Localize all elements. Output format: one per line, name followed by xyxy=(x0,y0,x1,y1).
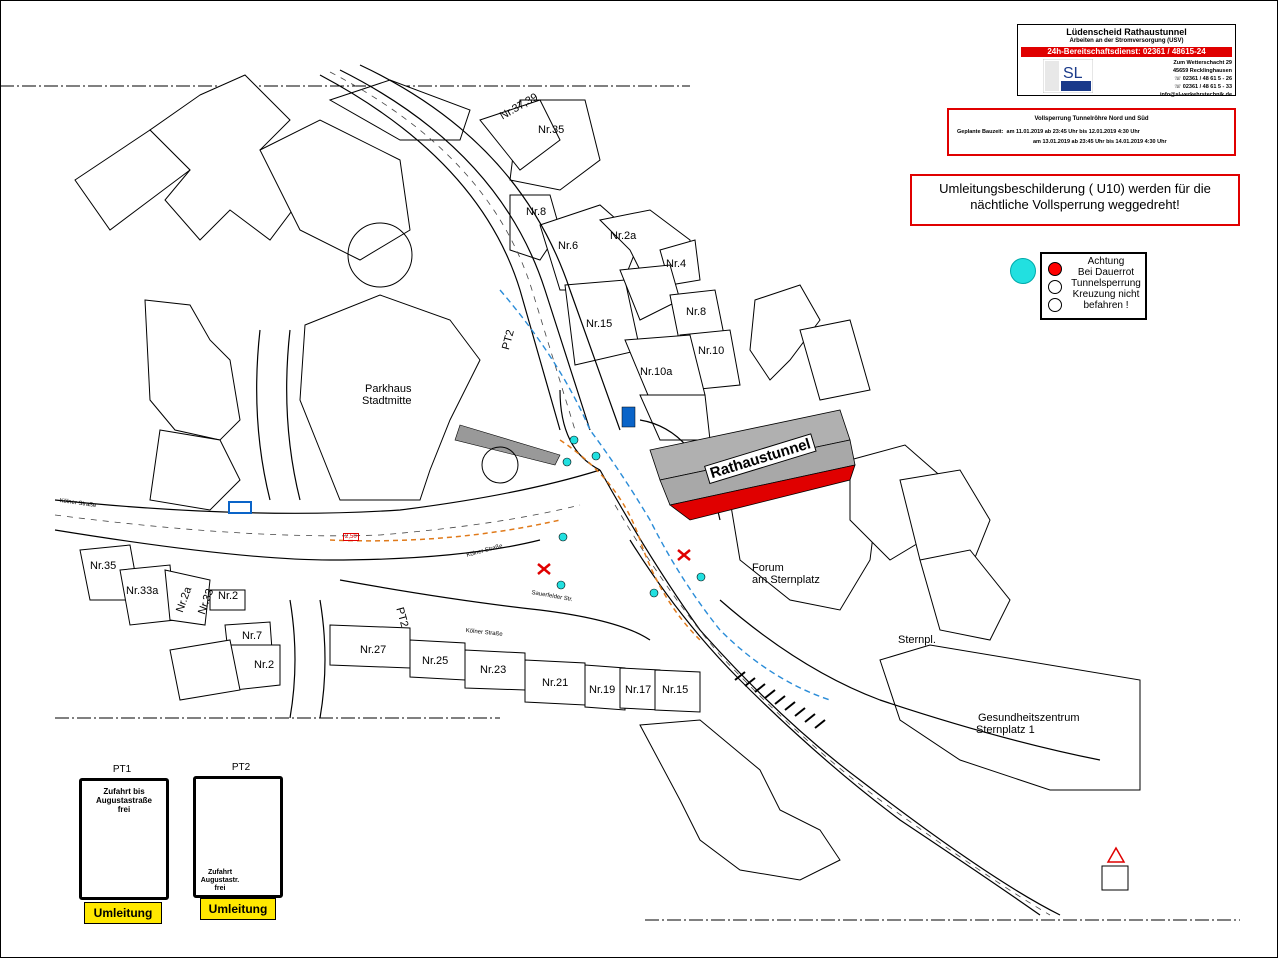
label-nr23: Nr.23 xyxy=(480,664,507,676)
label-nr4: Nr.4 xyxy=(666,258,687,270)
hatched-area xyxy=(734,671,826,729)
pt1-text: Zufahrt bis Augustastraße frei xyxy=(95,787,152,814)
label-am-sternplatz: am Sternplatz xyxy=(752,574,820,586)
address-email: info@sl-verkehrstechnik.de xyxy=(1160,92,1232,98)
project-subtitle: Arbeiten an der Stromversorgung (USV) xyxy=(1069,38,1184,44)
label-sternpl: Sternpl. xyxy=(898,634,936,646)
label-nr8-b: Nr.8 xyxy=(686,306,707,318)
tunnel-structure xyxy=(454,409,856,521)
label-nr2-left: Nr.2 xyxy=(218,590,239,602)
pt1-title: PT1 xyxy=(112,764,132,775)
title-block: Lüdenscheid Rathaustunnel Arbeiten an de… xyxy=(1017,24,1236,99)
label-nr15-b: Nr.15 xyxy=(662,684,689,696)
bottom-right-sign xyxy=(1101,846,1129,891)
signal-legend: Achtung Bei Dauerrot Tunnelsperrung Kreu… xyxy=(1040,252,1147,320)
label-stadtmitte: Stadtmitte xyxy=(362,395,412,407)
info-sign xyxy=(228,406,636,514)
signal-marker-icon xyxy=(1010,258,1036,284)
label-speed-marker: 2,50 xyxy=(343,533,359,541)
label-nr19: Nr.19 xyxy=(589,684,616,696)
hotline-banner: 24h-Bereitschaftsdienst: 02361 / 48615-2… xyxy=(1021,47,1232,57)
label-sternplatz-1: Sternplatz 1 xyxy=(976,724,1035,736)
label-nr21: Nr.21 xyxy=(542,677,569,689)
label-nr27: Nr.27 xyxy=(360,644,387,656)
closure-label: Geplante Bauzeit: xyxy=(957,129,1004,135)
empty-lamp-icon xyxy=(1048,298,1062,312)
pt2-title: PT2 xyxy=(231,762,251,773)
address-phone-1: ☏ 02361 / 48 61 5 - 26 xyxy=(1174,76,1232,82)
roundabout xyxy=(347,222,519,484)
legend-line: Bei Dauerrot xyxy=(1077,267,1135,278)
legend-line: Tunnelsperrung xyxy=(1071,278,1141,289)
label-nr35-left: Nr.35 xyxy=(90,560,117,572)
closure-row-1: Geplante Bauzeit: am 11.01.2019 ab 23:45… xyxy=(957,129,1140,135)
label-forum: Forum xyxy=(752,562,784,574)
closure-date-2: am 13.01.2019 ab 23:45 Uhr bis 14.01.201… xyxy=(1033,139,1167,145)
label-nr10: Nr.10 xyxy=(698,345,725,357)
pt1-umleitung-banner: Umleitung xyxy=(84,902,162,924)
pt2-umleitung-banner: Umleitung xyxy=(200,898,276,920)
empty-lamp-icon xyxy=(1048,280,1062,294)
detour-notice: Umleitungsbeschilderung ( U10) werden fü… xyxy=(910,174,1240,226)
label-nr17: Nr.17 xyxy=(625,684,652,696)
closure-marks xyxy=(537,549,691,575)
label-nr8-a: Nr.8 xyxy=(526,206,547,218)
address-city: 45659 Recklinghausen xyxy=(1172,68,1232,74)
red-lamp-icon xyxy=(1048,262,1062,276)
signal-legend-text: Achtung Bei Dauerrot Tunnelsperrung Kreu… xyxy=(1066,256,1146,311)
company-logo: SL xyxy=(1043,59,1093,93)
project-title: Lüdenscheid Rathaustunnel xyxy=(1066,27,1187,37)
label-nr33a: Nr.33a xyxy=(126,585,159,597)
lane-markings xyxy=(54,71,1051,916)
detour-route xyxy=(499,289,831,701)
label-nr15-a: Nr.15 xyxy=(586,318,613,330)
pt2-text: Zufahrt Augustastr. frei xyxy=(200,869,240,892)
label-nr6: Nr.6 xyxy=(558,240,579,252)
label-nr25: Nr.25 xyxy=(422,655,449,667)
legend-line: Kreuzung nicht xyxy=(1072,289,1140,300)
closure-path xyxy=(329,439,701,641)
pt1-sign: Zufahrt bis Augustastraße frei xyxy=(79,778,169,900)
label-gesundheitszentrum: Gesundheitszentrum xyxy=(978,712,1080,724)
label-parkhaus: Parkhaus xyxy=(365,383,412,395)
label-nr2-b: Nr.2 xyxy=(254,659,275,671)
closure-heading: Vollsperrung Tunnelröhre Nord und Süd xyxy=(1034,116,1149,122)
label-nr7: Nr.7 xyxy=(242,630,263,642)
pt2-sign: Zufahrt Augustastr. frei xyxy=(193,776,283,898)
logo-lettering: SL xyxy=(1063,65,1083,82)
legend-line: Achtung xyxy=(1087,256,1125,267)
address-street: Zum Wetterschacht 29 xyxy=(1173,60,1232,66)
buildings xyxy=(74,74,1141,881)
label-nr10a: Nr.10a xyxy=(640,366,673,378)
legend-line: befahren ! xyxy=(1083,300,1129,311)
closure-info-box: Vollsperrung Tunnelröhre Nord und Süd Ge… xyxy=(947,108,1236,156)
traffic-signals xyxy=(556,435,706,598)
label-nr2a: Nr.2a xyxy=(610,230,637,242)
closure-date-1: am 11.01.2019 ab 23:45 Uhr bis 12.01.201… xyxy=(1006,129,1140,135)
company-address: Zum Wetterschacht 29 45659 Recklinghause… xyxy=(1132,59,1232,99)
label-nr35-top: Nr.35 xyxy=(538,124,565,136)
address-phone-2: ☏ 02361 / 48 61 5 - 33 xyxy=(1174,84,1232,90)
section-lines xyxy=(0,85,1240,921)
